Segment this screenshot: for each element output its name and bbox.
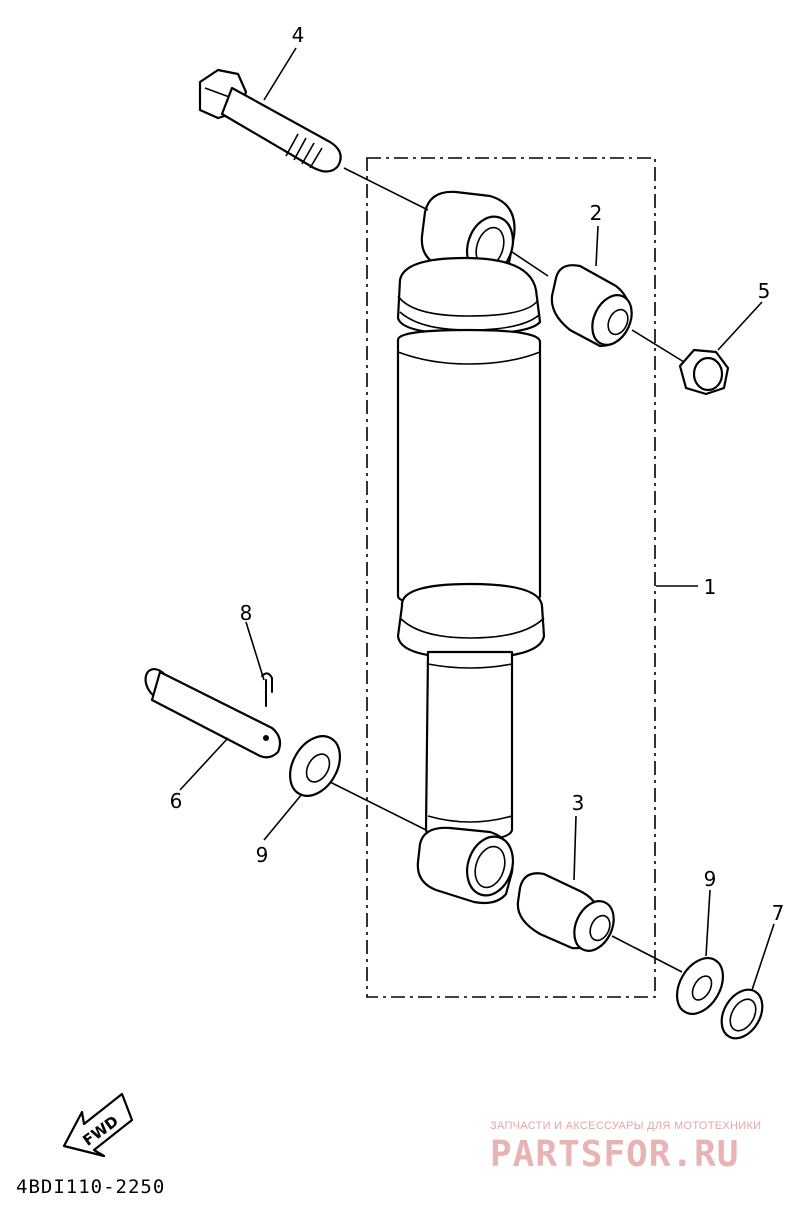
upper-nut [678,348,730,396]
callout-9-left: 9 [256,843,269,867]
callout-6: 6 [170,789,183,813]
leader-lines [179,47,775,991]
assembly-boundary [366,157,656,998]
upper-spring-cap [396,256,542,336]
main-cylinder [396,328,542,608]
callout-1: 1 [704,575,717,599]
lower-bushing [516,872,615,952]
upper-bushing [550,264,633,348]
upper-bolt [198,68,342,173]
thin-washer [720,988,764,1040]
callout-2: 2 [590,201,603,225]
watermark-brand: PARTSFOR.RU [490,1134,740,1175]
lower-spring-seat [396,582,546,660]
callout-9-right: 9 [704,867,717,891]
washer-right [675,957,725,1015]
lower-pin [144,667,282,759]
shock-absorber [396,190,546,905]
washer-left [289,735,341,797]
damper-tube [424,650,514,842]
diagram-code: 4BDI110-2250 [16,1176,166,1198]
fwd-arrow: FWD [62,1092,134,1158]
watermark-tagline: ЗАПЧАСТИ И АКСЕССУАРЫ ДЛЯ МОТОТЕХНИКИ [490,1120,762,1132]
callout-5: 5 [758,279,771,303]
bottom-eye [416,826,514,905]
callout-8: 8 [240,601,253,625]
assembly-lines [329,167,685,973]
callout-3: 3 [572,791,585,815]
callout-7: 7 [772,901,785,925]
callout-4: 4 [292,23,305,47]
